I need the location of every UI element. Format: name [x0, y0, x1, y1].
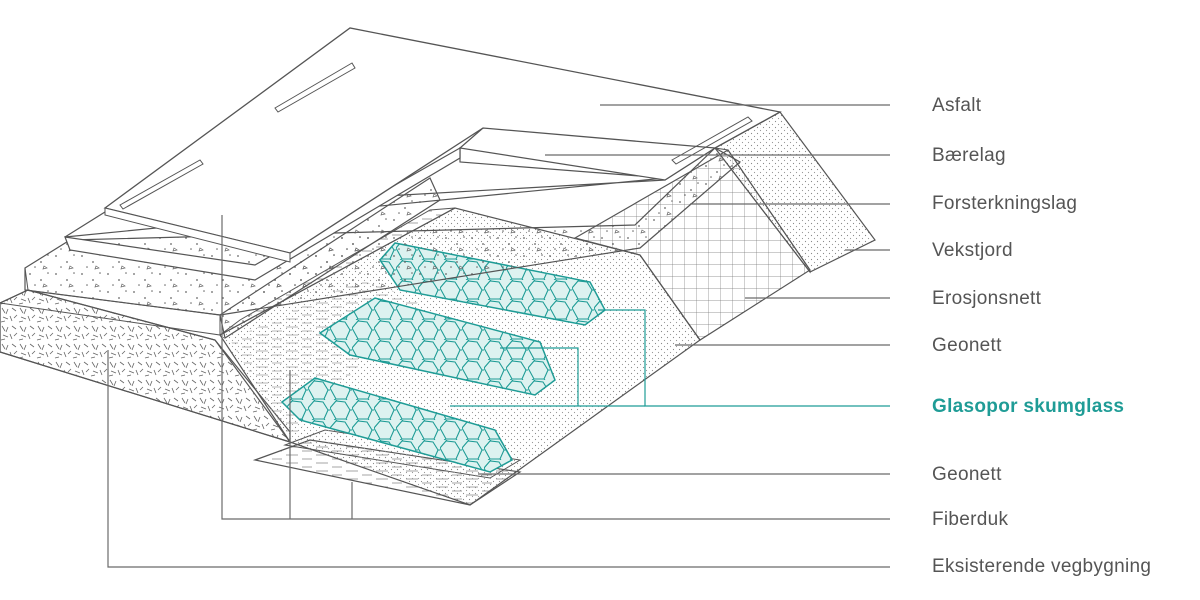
label-baerelag: Bærelag [932, 145, 1006, 166]
label-fiberduk: Fiberduk [932, 509, 1009, 530]
label-geonett-bottom: Geonett [932, 464, 1002, 485]
leader-lines [107, 104, 890, 568]
asfalt-layer [103, 27, 782, 263]
leader-eksisterende [107, 350, 890, 568]
label-geonett-top: Geonett [932, 335, 1002, 356]
label-asfalt: Asfalt [932, 95, 982, 116]
label-forsterkningslag: Forsterkningslag [932, 193, 1078, 214]
label-eksisterende: Eksisterende vegbygning [932, 556, 1152, 577]
leader-fiberduk [221, 215, 890, 520]
label-glasopor: Glasopor skumglass [932, 396, 1125, 417]
leader-glasopor [500, 309, 890, 407]
label-vekstjord: Vekstjord [932, 240, 1013, 261]
label-erosjonsnett: Erosjonsnett [932, 288, 1042, 309]
